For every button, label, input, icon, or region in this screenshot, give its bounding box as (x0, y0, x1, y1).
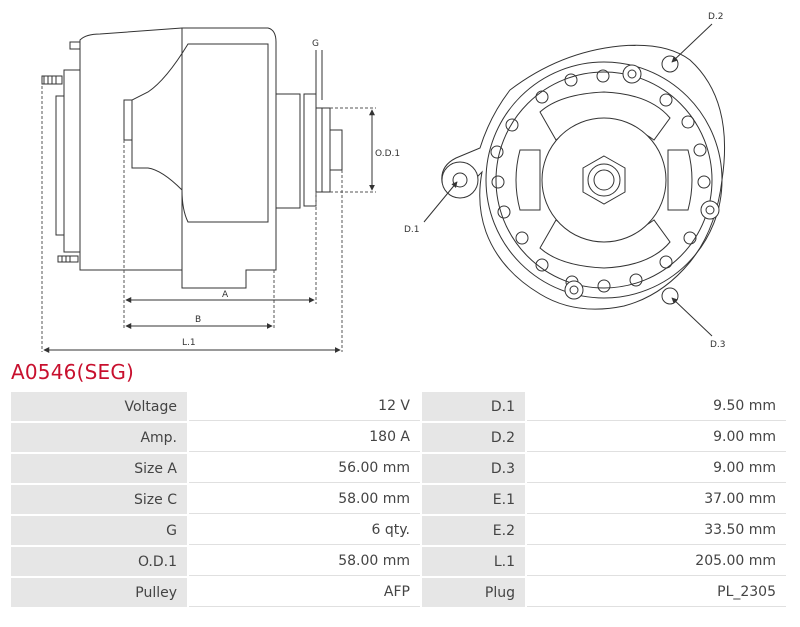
spec-value: 180 A (189, 423, 420, 452)
spec-label: Plug (422, 578, 525, 607)
spec-value: 12 V (189, 392, 420, 421)
label-d3: D.3 (710, 340, 726, 350)
label-l1: L.1 (182, 338, 196, 348)
label-d1: D.1 (404, 225, 420, 235)
spec-value: 58.00 mm (189, 547, 420, 576)
spec-value: 33.50 mm (527, 516, 786, 545)
spec-label: D.3 (422, 454, 525, 483)
spec-label: D.1 (422, 392, 525, 421)
spec-label: Pulley (11, 578, 187, 607)
technical-drawing: G O.D.1 A B L.1 (41, 12, 726, 353)
spec-value: 58.00 mm (189, 485, 420, 514)
spec-label: L.1 (422, 547, 525, 576)
spec-label: D.2 (422, 423, 525, 452)
spec-value: PL_2305 (527, 578, 786, 607)
spec-value: 205.00 mm (527, 547, 786, 576)
spec-label: O.D.1 (11, 547, 187, 576)
label-a: A (222, 290, 229, 300)
label-g: G (312, 39, 319, 49)
label-od1: O.D.1 (375, 149, 400, 159)
front-view (423, 23, 726, 337)
spec-label: Voltage (11, 392, 187, 421)
label-d2: D.2 (708, 12, 724, 22)
spec-label: E.1 (422, 485, 525, 514)
spec-label: Size C (11, 485, 187, 514)
spec-value: 37.00 mm (527, 485, 786, 514)
spec-label: Amp. (11, 423, 187, 452)
spec-value: 9.00 mm (527, 423, 786, 452)
spec-value: 9.50 mm (527, 392, 786, 421)
spec-value: 56.00 mm (189, 454, 420, 483)
spec-label: G (11, 516, 187, 545)
spec-label: Size A (11, 454, 187, 483)
spec-value: 6 qty. (189, 516, 420, 545)
spec-label: E.2 (422, 516, 525, 545)
spec-value: AFP (189, 578, 420, 607)
spec-value: 9.00 mm (527, 454, 786, 483)
label-b: B (195, 315, 201, 325)
side-view (41, 27, 376, 353)
product-title: A0546(SEG) (11, 360, 135, 384)
